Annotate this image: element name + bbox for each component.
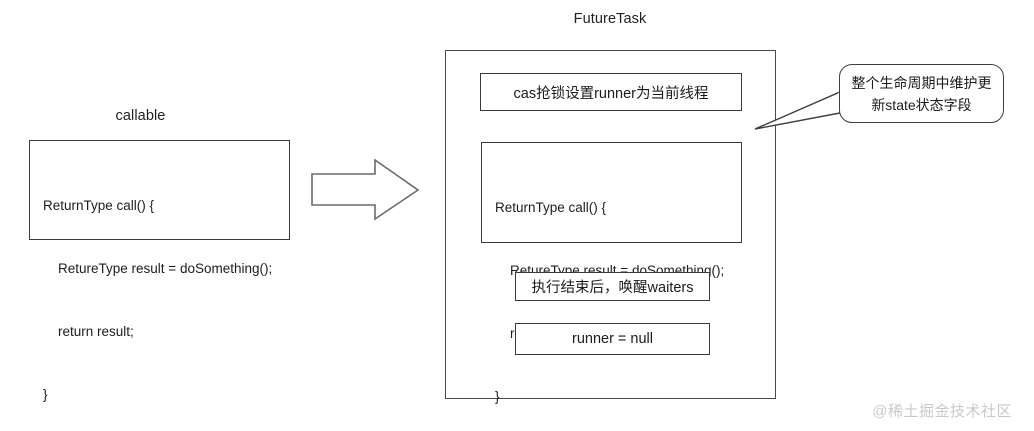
step-box-cas-acquire: cas抢锁设置runner为当前线程 xyxy=(480,73,742,111)
code-line: } xyxy=(495,389,500,404)
step-box-runner-null: runner = null xyxy=(515,323,710,355)
transition-arrow xyxy=(311,158,420,221)
callable-title: callable xyxy=(115,108,166,124)
step-box-wake-waiters: 执行结束后，唤醒waiters xyxy=(515,272,710,301)
code-line: RetureType result = doSomething(); xyxy=(43,261,273,276)
callout-line-1: 整个生命周期中维护更 xyxy=(851,74,992,91)
step-label: 执行结束后，唤醒waiters xyxy=(531,280,694,296)
code-line: } xyxy=(43,387,48,402)
callout-bubble: 整个生命周期中维护更 新state状态字段 xyxy=(839,64,1004,123)
futuretask-code-box: ReturnType call() { RetureType result = … xyxy=(481,142,742,404)
watermark: @稀土掘金技术社区 xyxy=(872,403,1012,420)
callout-line-2: 新state状态字段 xyxy=(871,96,972,113)
code-line: ReturnType call() { xyxy=(43,198,155,213)
code-line: return result; xyxy=(43,324,134,339)
callable-code-box: ReturnType call() { RetureType result = … xyxy=(29,140,290,402)
futuretask-title: FutureTask xyxy=(573,11,647,27)
code-line: ReturnType call() { xyxy=(495,200,607,215)
step-label: cas抢锁设置runner为当前线程 xyxy=(513,85,709,102)
callable-code-block: ReturnType call() { RetureType result = … xyxy=(30,141,289,431)
step-label: runner = null xyxy=(571,331,653,347)
